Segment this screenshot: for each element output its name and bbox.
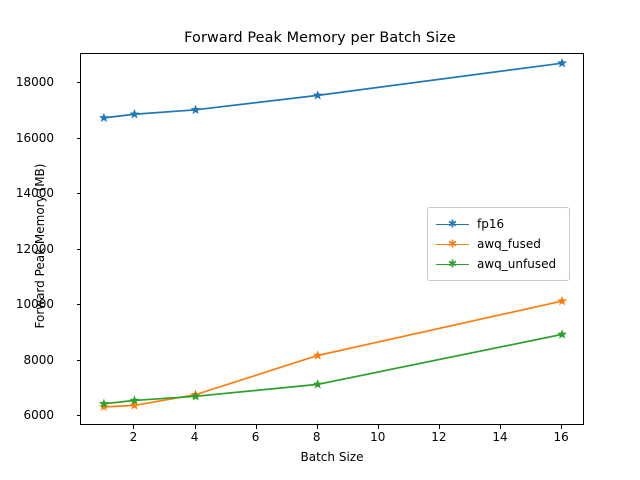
- legend-swatch-0: ✱: [436, 218, 469, 230]
- y-tick-mark: [76, 193, 80, 195]
- chart-title: Forward Peak Memory per Batch Size: [184, 30, 456, 46]
- x-tick-mark: [194, 425, 196, 429]
- legend-swatch-1: ✱: [436, 238, 469, 250]
- legend-swatch-2: ✱: [436, 258, 469, 270]
- legend-label-1: awq_fused: [477, 237, 541, 251]
- y-tick-mark: [76, 304, 80, 306]
- data-point-marker: [190, 104, 201, 115]
- data-series-canvas: [98, 57, 568, 412]
- x-tick-label: 2: [129, 430, 138, 444]
- x-tick-label: 4: [190, 430, 199, 444]
- data-point-marker: [557, 295, 568, 306]
- x-tick-label: 8: [312, 430, 321, 444]
- data-point-marker: [312, 350, 323, 360]
- x-tick-mark: [255, 425, 257, 429]
- x-tick-label: 16: [553, 430, 569, 444]
- series-line: [103, 300, 563, 408]
- series-line: [103, 333, 563, 405]
- legend-label-2: awq_unfused: [477, 257, 557, 271]
- data-point-marker: [312, 379, 323, 389]
- x-tick-mark: [377, 425, 379, 429]
- data-point-marker: [312, 90, 323, 100]
- y-tick-mark: [76, 248, 80, 250]
- data-point-marker: [557, 57, 568, 68]
- y-tick-label: 14000: [15, 186, 54, 201]
- legend-item-2[interactable]: ✱ awq_unfused: [436, 254, 561, 274]
- legend-item-0[interactable]: ✱ fp16: [436, 214, 561, 234]
- x-tick-mark: [133, 425, 135, 429]
- y-tick-mark: [76, 82, 80, 84]
- y-tick-label: 18000: [15, 75, 54, 90]
- series-awq_unfused: [98, 329, 568, 408]
- series-line: [103, 62, 563, 119]
- x-tick-mark: [500, 425, 501, 429]
- x-axis-label: Batch Size: [300, 450, 364, 464]
- series-fp16: [98, 57, 568, 123]
- data-point-marker: [98, 398, 109, 408]
- x-tick-label: 12: [431, 430, 447, 444]
- y-tick-mark: [76, 415, 80, 417]
- legend-label-0: fp16: [477, 217, 505, 231]
- series-awq_fused: [98, 295, 568, 412]
- data-point-marker: [129, 400, 140, 410]
- legend-item-1[interactable]: ✱ awq_fused: [436, 234, 561, 254]
- x-tick-mark: [561, 425, 563, 429]
- data-point-marker: [129, 395, 140, 405]
- x-tick-mark: [316, 425, 318, 429]
- chart-legend: ✱ fp16 ✱ awq_fused ✱ awq_unfused: [427, 207, 570, 281]
- y-tick-label: 12000: [15, 241, 54, 256]
- y-tick-label: 8000: [23, 352, 54, 367]
- x-tick-label: 14: [492, 430, 508, 444]
- data-point-marker: [98, 112, 109, 123]
- data-point-marker: [98, 401, 109, 412]
- x-tick-mark: [438, 425, 440, 429]
- y-tick-label: 10000: [15, 297, 54, 312]
- x-tick-label: 6: [251, 430, 260, 444]
- y-tick-label: 16000: [15, 130, 54, 145]
- y-tick-label: 6000: [23, 408, 54, 423]
- data-point-marker: [129, 109, 140, 119]
- y-tick-mark: [76, 359, 80, 361]
- data-point-marker: [557, 329, 568, 339]
- x-tick-label: 10: [370, 430, 386, 444]
- data-point-marker: [190, 391, 201, 401]
- y-tick-mark: [76, 137, 80, 139]
